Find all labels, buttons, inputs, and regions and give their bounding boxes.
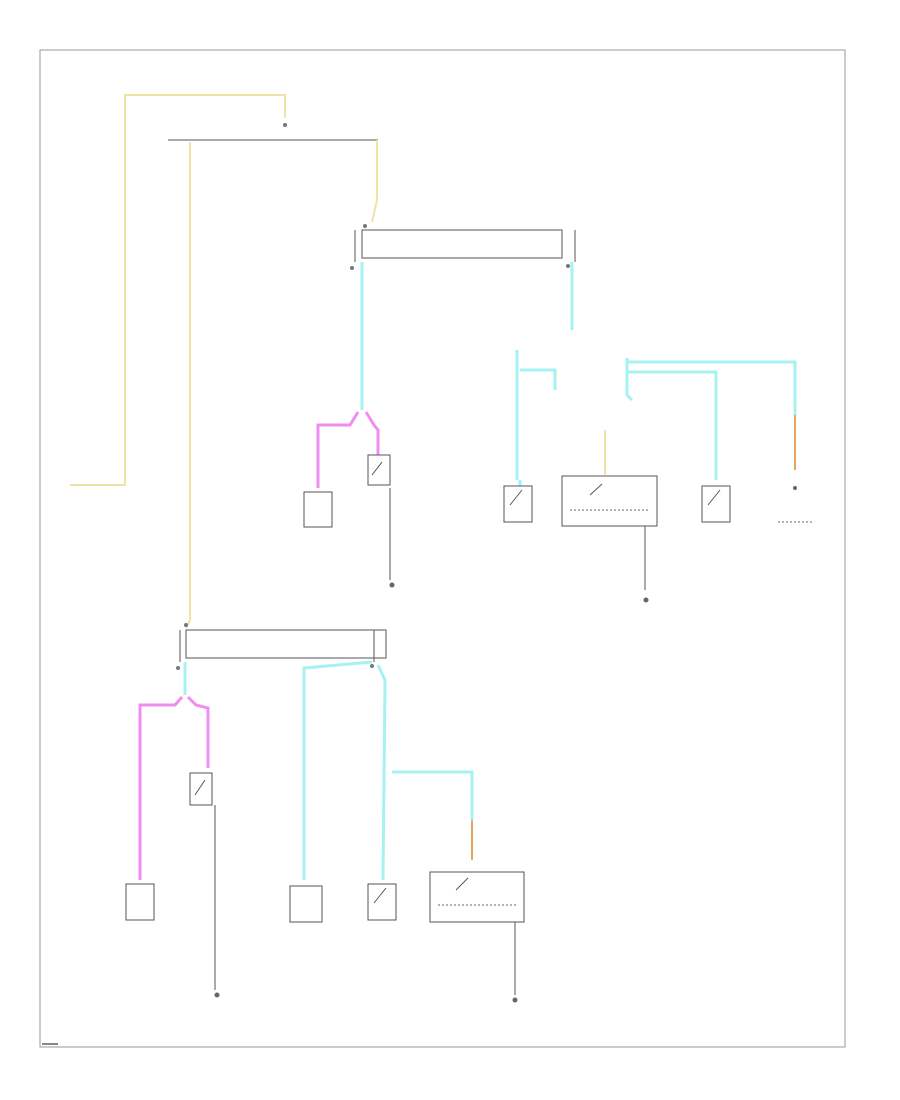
lower-left-branch — [125, 662, 220, 998]
diagram-frame — [39, 49, 846, 1048]
relay-box-lower — [429, 871, 525, 923]
feed-wire-top — [70, 94, 378, 629]
upper-right-branch — [503, 262, 812, 603]
upper-junction-block — [350, 224, 576, 270]
switch-lower-r1 — [367, 883, 397, 921]
relay-box-upper — [561, 475, 658, 527]
switch-r1 — [503, 485, 533, 523]
switch-r2 — [701, 485, 731, 523]
lower-junction-block — [176, 623, 387, 670]
module-box-lower — [289, 885, 323, 923]
upper-left-branch — [303, 262, 395, 588]
corner-mark — [42, 1043, 58, 1045]
switch-upper-left — [367, 454, 391, 486]
sensor-box-upper — [303, 491, 333, 528]
switch-lower-left — [189, 772, 213, 806]
sensor-box-lower — [125, 883, 155, 921]
lower-right-branch — [289, 660, 525, 1003]
